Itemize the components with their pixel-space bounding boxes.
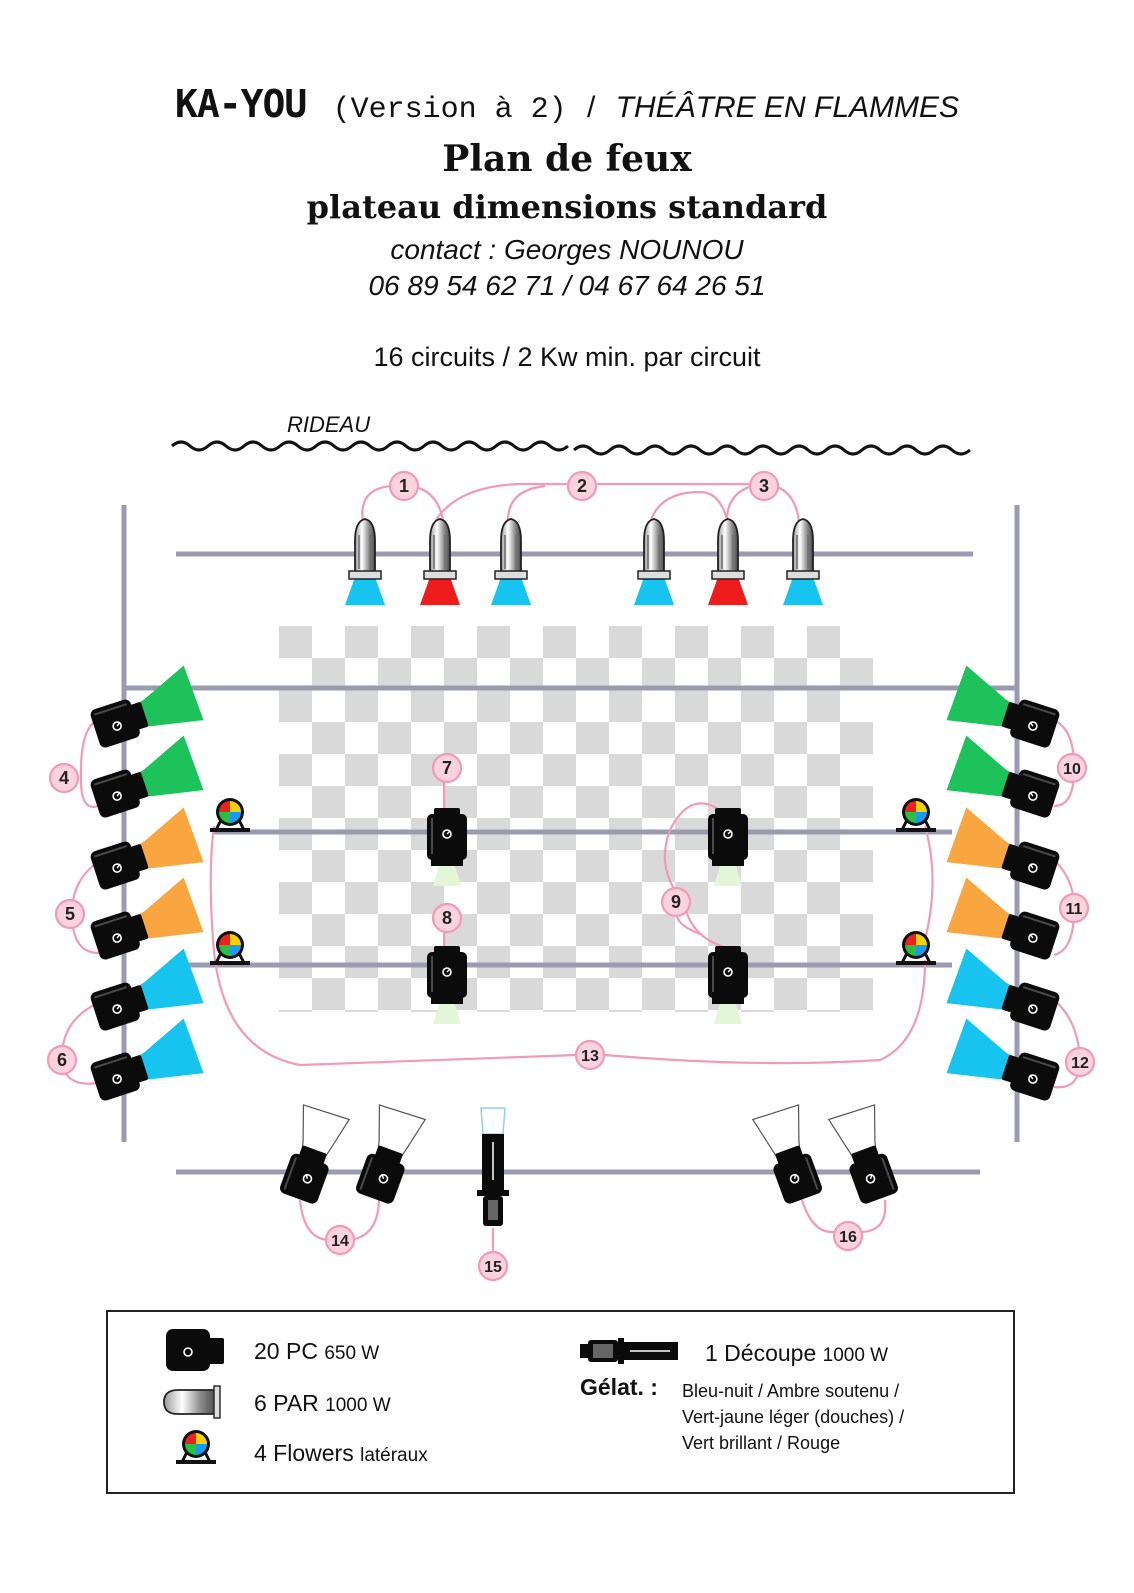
circuit-number: 13 (581, 1048, 599, 1065)
flower-icon (894, 929, 938, 967)
right-side-pcs (946, 665, 1062, 1103)
circuit-circle (1064, 1046, 1096, 1078)
circuit-number: 3 (759, 476, 769, 496)
circuit-circle (46, 1044, 78, 1076)
circuit-circle (832, 1220, 864, 1252)
circuit-number: 9 (671, 892, 681, 912)
legend-par-label: 6 PAR 1000 W (254, 1390, 391, 1416)
circuit-number: 6 (57, 1050, 67, 1070)
par-icon (163, 1385, 221, 1419)
plan-title: Plan de feux (442, 138, 692, 180)
circuit-label-4: 4 (48, 762, 80, 794)
title-line: KA-YOU (Version à 2) / THÉÂTRE EN FLAMME… (0, 82, 1134, 127)
curtain-label: RIDEAU (287, 412, 370, 437)
circuit-label-16: 16 (832, 1220, 864, 1252)
decoupe-icon (580, 1338, 678, 1364)
circuit-circle (324, 1224, 356, 1256)
circuit-label-7: 7 (431, 752, 463, 784)
stage-floor (279, 626, 873, 1012)
curtain-line-2 (573, 444, 971, 456)
circuit-label-15: 15 (477, 1250, 509, 1282)
par-icon (711, 518, 745, 580)
circuit-circle (748, 470, 780, 502)
gel-line: Vert brillant / Rouge (682, 1433, 841, 1453)
gel-line: Bleu-nuit / Ambre soutenu / (682, 1381, 900, 1401)
circuit-number: 1 (399, 476, 409, 496)
par-icon (637, 518, 671, 580)
circuit-circle (574, 1039, 606, 1071)
legend-decoupe-label: 1 Découpe 1000 W (705, 1340, 889, 1366)
circuit-circle (431, 752, 463, 784)
circuit-number: 2 (577, 476, 587, 496)
decoupe-projector (477, 1107, 509, 1226)
brand-name: KA-YOU (174, 82, 307, 126)
gel-label: Gélat. : (580, 1374, 658, 1400)
circuit-circle (1056, 752, 1088, 784)
circuit-circle (1058, 892, 1090, 924)
circuit-label-1: 1 (388, 470, 420, 502)
par-icon (348, 518, 382, 580)
circuit-label-6: 6 (46, 1044, 78, 1076)
circuit-circle (660, 886, 692, 918)
circuit-number: 10 (1063, 761, 1081, 778)
par-icon (423, 518, 457, 580)
circuit-label-8: 8 (431, 902, 463, 934)
legend-flowers-label: 4 Flowers latéraux (254, 1440, 428, 1466)
pc-icon (166, 1329, 224, 1371)
circuit-number: 11 (1066, 901, 1083, 918)
flower-icon (208, 796, 252, 834)
lighting-plan-diagram: RIDEAU (46, 412, 1096, 1282)
circuit-number: 14 (331, 1233, 349, 1250)
gel-list: Bleu-nuit / Ambre soutenu / Vert-jaune l… (682, 1378, 904, 1456)
circuit-label-3: 3 (748, 470, 780, 502)
contact-line: contact : Georges NOUNOU (390, 234, 744, 265)
upstage-pars (345, 518, 823, 605)
flower-icon (174, 1428, 218, 1466)
pc-icon (707, 807, 749, 867)
curtain-line-1 (171, 440, 569, 452)
face-pcs (277, 1104, 901, 1207)
par-icon (786, 518, 820, 580)
circuit-circle (388, 470, 420, 502)
legend-pc-label: 20 PC 650 W (254, 1338, 380, 1364)
circuit-label-10: 10 (1056, 752, 1088, 784)
par-icon (494, 518, 528, 580)
plan-subtitle: plateau dimensions standard (306, 188, 828, 226)
douche-pcs (426, 807, 749, 1024)
version-label: (Version à 2) (332, 93, 567, 127)
circuit-circle (477, 1250, 509, 1282)
circuit-number: 4 (59, 768, 69, 788)
circuit-label-14: 14 (324, 1224, 356, 1256)
company-name: THÉÂTRE EN FLAMMES (615, 91, 960, 124)
phone-numbers: 06 89 54 62 71 / 04 67 64 26 51 (368, 270, 766, 301)
left-side-pcs (88, 665, 204, 1103)
circuit-number: 8 (442, 908, 452, 928)
circuit-number: 12 (1071, 1055, 1089, 1072)
circuit-circle (48, 762, 80, 794)
circuit-number: 15 (484, 1259, 502, 1276)
circuits-note: 16 circuits / 2 Kw min. par circuit (373, 342, 761, 372)
circuit-number: 5 (65, 904, 75, 924)
gel-line: Vert-jaune léger (douches) / (682, 1407, 905, 1427)
circuit-number: 7 (442, 758, 452, 778)
pc-icon (426, 945, 468, 1005)
circuit-circle (54, 898, 86, 930)
circuit-circle (431, 902, 463, 934)
circuit-number: 16 (839, 1229, 857, 1246)
pc-icon (426, 807, 468, 867)
pc-icon (707, 945, 749, 1005)
legend-box: 20 PC 650 W 6 PAR 1000 W 4 Flowers latér… (106, 1310, 1015, 1494)
flower-icon (208, 929, 252, 967)
flower-icon (894, 796, 938, 834)
circuit-circle (566, 470, 598, 502)
circuit-label-9: 9 (660, 886, 692, 918)
circuit-label-5: 5 (54, 898, 86, 930)
title-separator: / (586, 91, 596, 124)
circuit-label-11: 11 (1058, 892, 1090, 924)
circuit-label-13: 13 (574, 1039, 606, 1071)
circuit-label-12: 12 (1064, 1046, 1096, 1078)
circuit-label-2: 2 (566, 470, 598, 502)
